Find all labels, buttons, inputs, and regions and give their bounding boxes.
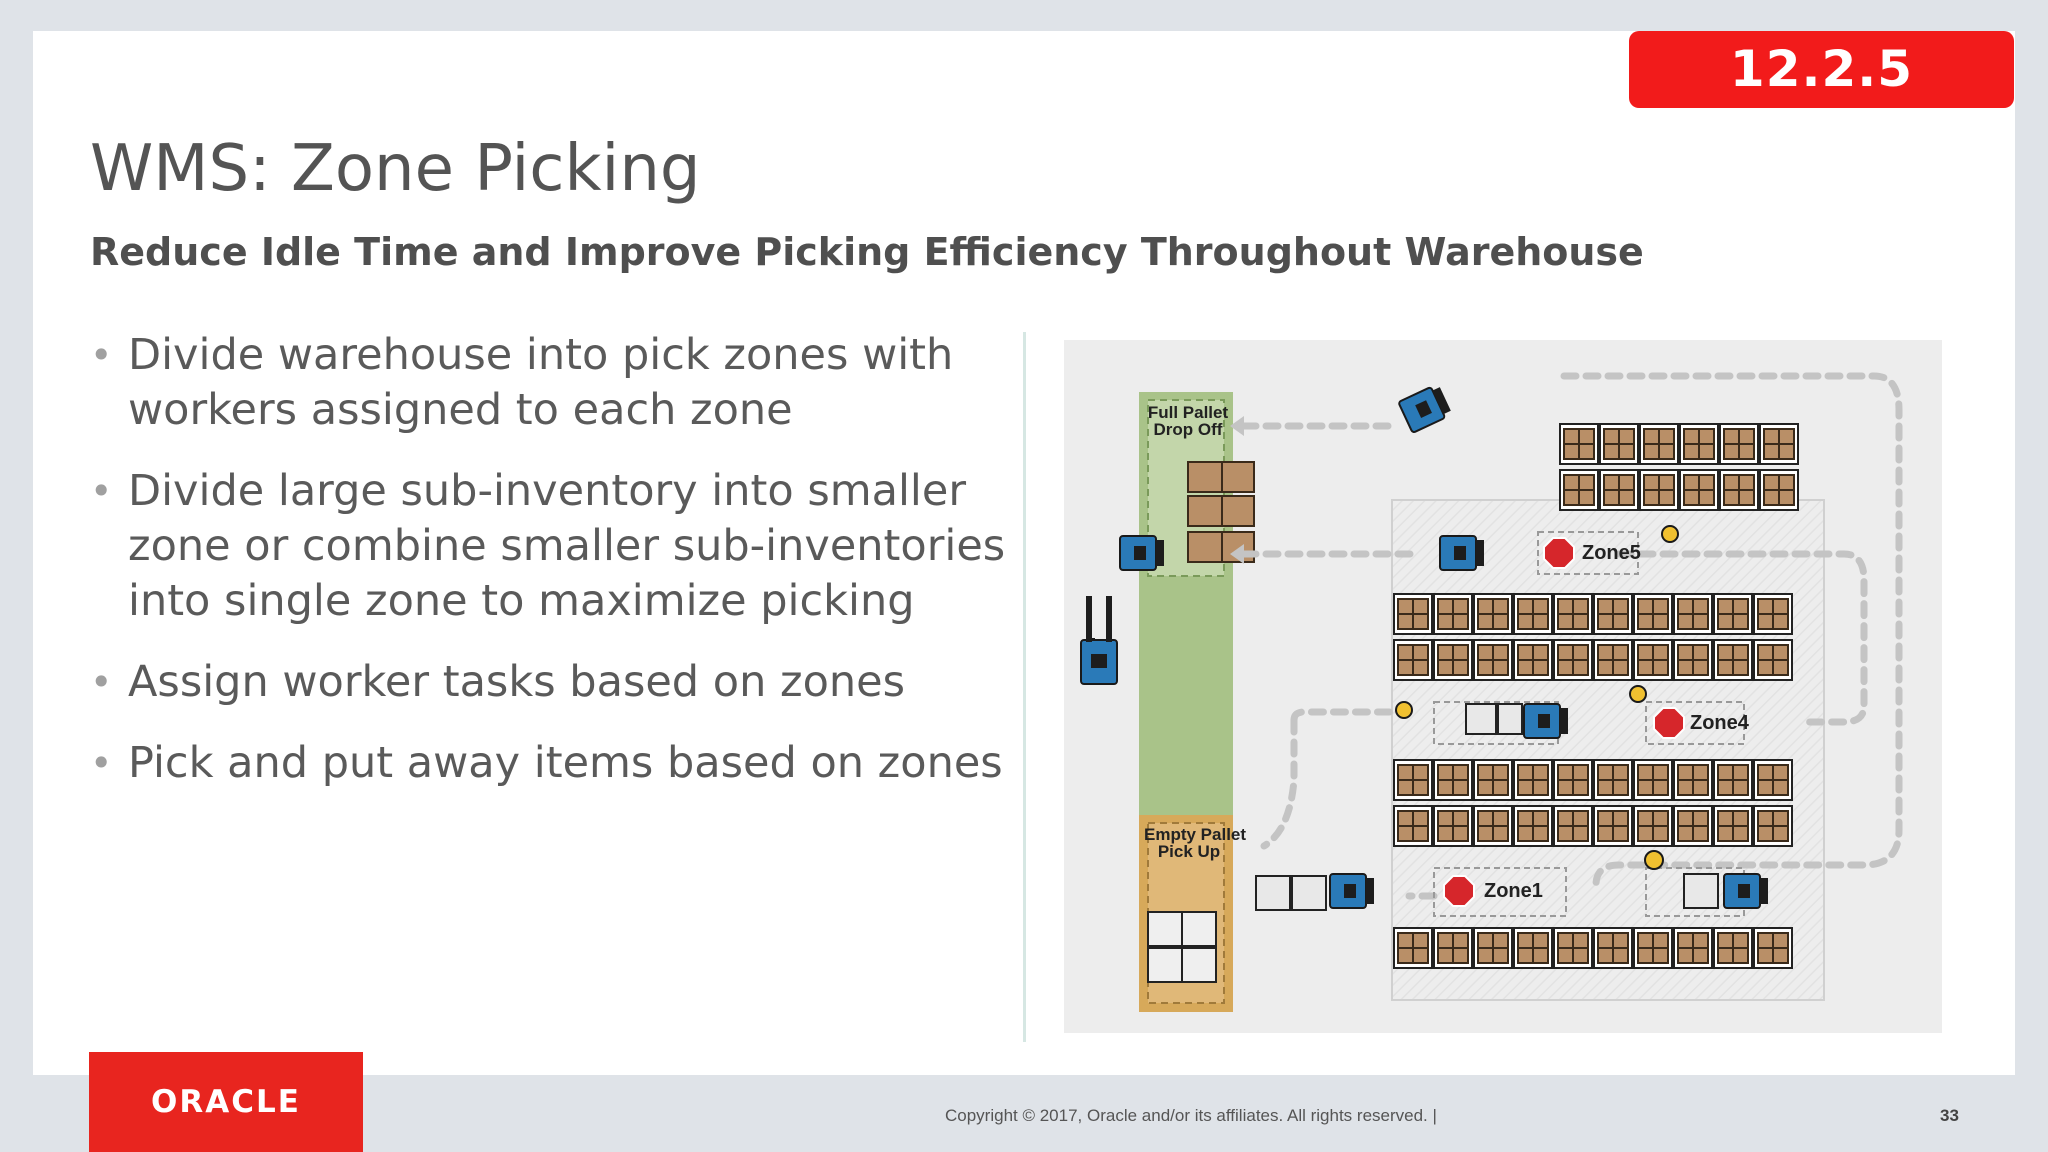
forklift-icon [1397,382,1454,434]
stop-sign-icon [1543,537,1575,569]
full-pallet-label: Full Pallet Drop Off [1147,403,1229,439]
bullet-item: •Assign worker tasks based on zones [90,655,1010,710]
forklift-icon [1329,873,1375,909]
zone-label-zone4: Zone4 [1690,712,1749,734]
bullet-dot-icon: • [90,741,113,785]
bullet-list: •Divide warehouse into pick zones with w… [90,328,1010,817]
forklift-icon [1723,873,1769,909]
forklift-icon [1119,535,1165,571]
forklift-icon [1523,703,1569,739]
copyright-notice: Copyright © 2017, Oracle and/or its affi… [945,1106,1437,1125]
version-badge: 12.2.5 [1629,31,2014,108]
oracle-logo: ORACLE [89,1052,363,1152]
forklift-icon [1439,535,1485,571]
forklift-icon [1080,596,1118,685]
shelf-row-top [1559,423,1799,511]
page-number: 33 [1940,1106,1959,1125]
slide-title: WMS: Zone Picking [90,132,701,206]
warehouse-illustration [1080,372,1903,1012]
vertical-divider [1023,332,1026,1042]
shelf-row-bottom [1393,927,1793,969]
bullet-dot-icon: • [90,469,113,513]
empty-pallet-label: Empty Pallet Pick Up [1144,825,1247,861]
zone-label-zone1: Zone1 [1484,880,1543,902]
zone-label-zone5: Zone5 [1582,542,1641,564]
stop-sign-icon [1443,875,1475,907]
stop-sign-icon [1653,707,1685,739]
bullet-item: •Divide warehouse into pick zones with w… [90,330,954,435]
bullet-dot-icon: • [90,333,113,377]
warehouse-diagram: Full Pallet Drop Off Empty Pallet Pick U… [1064,340,1942,1033]
bullet-item: •Divide large sub-inventory into smaller… [90,466,1006,626]
bullet-item: •Pick and put away items based on zones [90,736,1010,791]
bullet-dot-icon: • [90,660,113,704]
slide-subtitle: Reduce Idle Time and Improve Picking Eff… [90,230,1644,274]
